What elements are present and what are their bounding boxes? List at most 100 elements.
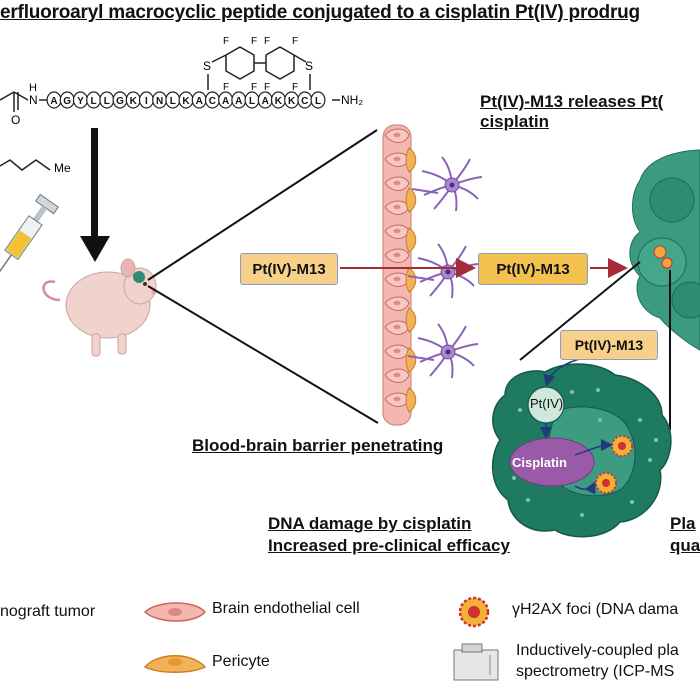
bbb-heading: Blood-brain barrier penetrating: [192, 436, 444, 455]
pericyte-icon: [143, 655, 207, 673]
svg-text:I: I: [145, 96, 148, 107]
residue-18: K: [270, 91, 286, 109]
svg-text:A: A: [196, 96, 203, 107]
figure-title: erfluoroaryl macrocyclic peptide conjuga…: [0, 2, 640, 23]
svg-text:K: K: [130, 96, 138, 107]
residue-15: A: [231, 91, 247, 109]
dna-damage-heading: DNA damage by cisplatin: [268, 514, 472, 533]
pericyte: [405, 387, 417, 413]
syringe-icon: [0, 193, 59, 273]
pt-m13-label-1: Pt(IV)-M13: [252, 260, 326, 278]
residue-10: L: [165, 91, 181, 109]
amide-h-label: H: [29, 82, 37, 94]
pt-m13-label-3: Pt(IV)-M13: [574, 337, 644, 353]
releases-heading-line2: cisplatin: [480, 112, 549, 131]
amide-n-label: N: [29, 93, 38, 107]
svg-text:G: G: [116, 96, 124, 107]
sulfur-label-right: S: [305, 59, 313, 73]
svg-text:C: C: [209, 96, 216, 107]
svg-text:A: A: [222, 96, 229, 107]
svg-text:A: A: [262, 96, 269, 107]
legend-tumor: nograft tumor: [0, 603, 96, 620]
endothelial-cell-wall: [384, 128, 410, 407]
legend-pericyte: Pericyte: [212, 653, 270, 670]
svg-text:G: G: [63, 96, 71, 107]
residue-2: G: [59, 91, 75, 109]
fluorine-label-7: F: [264, 82, 270, 93]
residue-3: Y: [72, 91, 88, 109]
neuron-group: [407, 156, 483, 379]
endothelial-cell-icon: [143, 602, 206, 622]
fluorine-label-6: F: [251, 82, 257, 93]
neuron-icon: [411, 156, 483, 212]
c-terminus-label: NH₂: [341, 93, 363, 107]
efficacy-heading: Increased pre-clinical efficacy: [268, 536, 510, 555]
svg-text:K: K: [288, 96, 296, 107]
foci-icon: [595, 435, 633, 494]
pt-m13-box-cell: Pt(IV)-M13: [560, 330, 658, 360]
residue-21: L: [310, 91, 326, 109]
legend-foci: γH2AX foci (DNA dama: [512, 601, 679, 618]
svg-text:K: K: [182, 96, 190, 107]
legend-endothelial: Brain endothelial cell: [212, 600, 360, 617]
residue-4: L: [86, 91, 102, 109]
methyl-label: Me: [54, 161, 71, 175]
svg-text:L: L: [104, 96, 110, 107]
residue-1: A: [46, 91, 62, 109]
oxygen-label: O: [11, 113, 20, 127]
fluorine-label-8: F: [292, 82, 298, 93]
pt-m13-box-input: Pt(IV)-M13: [240, 253, 338, 285]
svg-text:L: L: [170, 96, 176, 107]
svg-text:A: A: [50, 96, 57, 107]
svg-text:C: C: [301, 96, 308, 107]
pt-m13-box-crossed: Pt(IV)-M13: [478, 253, 588, 285]
pericyte: [405, 267, 417, 293]
pt-iv-label: Pt(IV): [530, 396, 564, 411]
residue-16: L: [244, 91, 260, 109]
pericyte: [405, 187, 417, 213]
pericyte: [405, 227, 417, 253]
residue-11: K: [178, 91, 194, 109]
pla-heading-line2: qua: [670, 536, 700, 555]
icp-ms-instrument-icon: [453, 643, 499, 681]
fluorine-label-3: F: [264, 36, 270, 47]
pla-heading-line1: Pla: [670, 514, 696, 533]
fluorine-label-1: F: [223, 36, 229, 47]
svg-text:K: K: [275, 96, 283, 107]
foci-legend-icon: [458, 596, 490, 628]
residue-14: A: [218, 91, 234, 109]
tumor-icon: [629, 149, 700, 351]
fluorine-label-2: F: [251, 36, 257, 47]
residue-5: L: [99, 91, 115, 109]
residue-19: K: [284, 91, 300, 109]
residue-6: G: [112, 91, 128, 109]
fluorine-label-5: F: [223, 82, 229, 93]
residue-20: C: [297, 91, 313, 109]
residue-7: K: [125, 91, 141, 109]
pericyte: [405, 347, 417, 373]
svg-text:N: N: [156, 96, 163, 107]
pericyte: [405, 307, 417, 333]
neuron-icon: [407, 323, 479, 379]
cisplatin-label: Cisplatin: [512, 455, 567, 470]
residue-12: A: [191, 91, 207, 109]
mouse-icon: [42, 258, 157, 357]
legend-icp-line2: spectrometry (ICP-MS: [516, 663, 675, 680]
cancer-cell: [491, 363, 672, 538]
perfluorobiphenyl-staple: S S F F F F F F F F: [203, 36, 313, 93]
down-arrow: [80, 128, 110, 262]
neuron-icon: [407, 243, 479, 299]
svg-text:L: L: [91, 96, 97, 107]
releases-heading-line1: Pt(IV)-M13 releases Pt(: [480, 92, 664, 111]
svg-text:L: L: [249, 96, 255, 107]
pericyte-layer: [405, 147, 417, 413]
sulfur-label-left: S: [203, 59, 211, 73]
legend-icp-line1: Inductively-coupled pla: [516, 642, 679, 659]
residue-9: N: [152, 91, 168, 109]
svg-text:A: A: [235, 96, 242, 107]
residue-17: A: [257, 91, 273, 109]
pt-m13-label-2: Pt(IV)-M13: [496, 260, 570, 278]
